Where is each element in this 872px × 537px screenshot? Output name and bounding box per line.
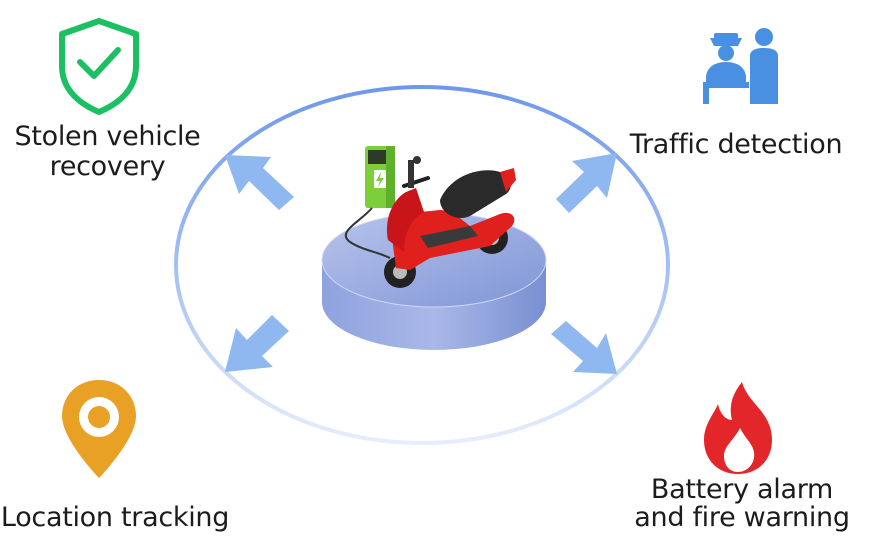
arrow-lower-left-icon xyxy=(225,315,289,372)
orbit-ring xyxy=(174,85,670,445)
arrow-upper-right-icon xyxy=(556,153,617,213)
battery-alarm-label: Battery alarm and fire warning xyxy=(626,476,858,532)
traffic-line1: Traffic detection xyxy=(629,129,843,160)
traffic-detection-label: Traffic detection xyxy=(620,130,852,160)
traffic-police-icon xyxy=(703,28,778,104)
location-tracking-label: Location tracking xyxy=(0,503,230,533)
location-pin-icon xyxy=(62,380,136,478)
stolen-line2: recovery xyxy=(49,151,166,182)
arrow-lower-right-icon xyxy=(551,321,617,374)
location-line1: Location tracking xyxy=(0,502,230,533)
stolen-line1: Stolen vehicle xyxy=(14,121,201,152)
stolen-vehicle-recovery-label: Stolen vehicle recovery xyxy=(0,122,215,182)
fire-icon xyxy=(704,382,772,474)
battery-line2: and fire warning xyxy=(634,502,850,533)
shield-check-icon xyxy=(59,18,139,115)
e-scooter-charging-icon xyxy=(344,146,516,288)
arrow-upper-left-icon xyxy=(225,155,294,210)
battery-line1: Battery alarm xyxy=(650,474,834,505)
